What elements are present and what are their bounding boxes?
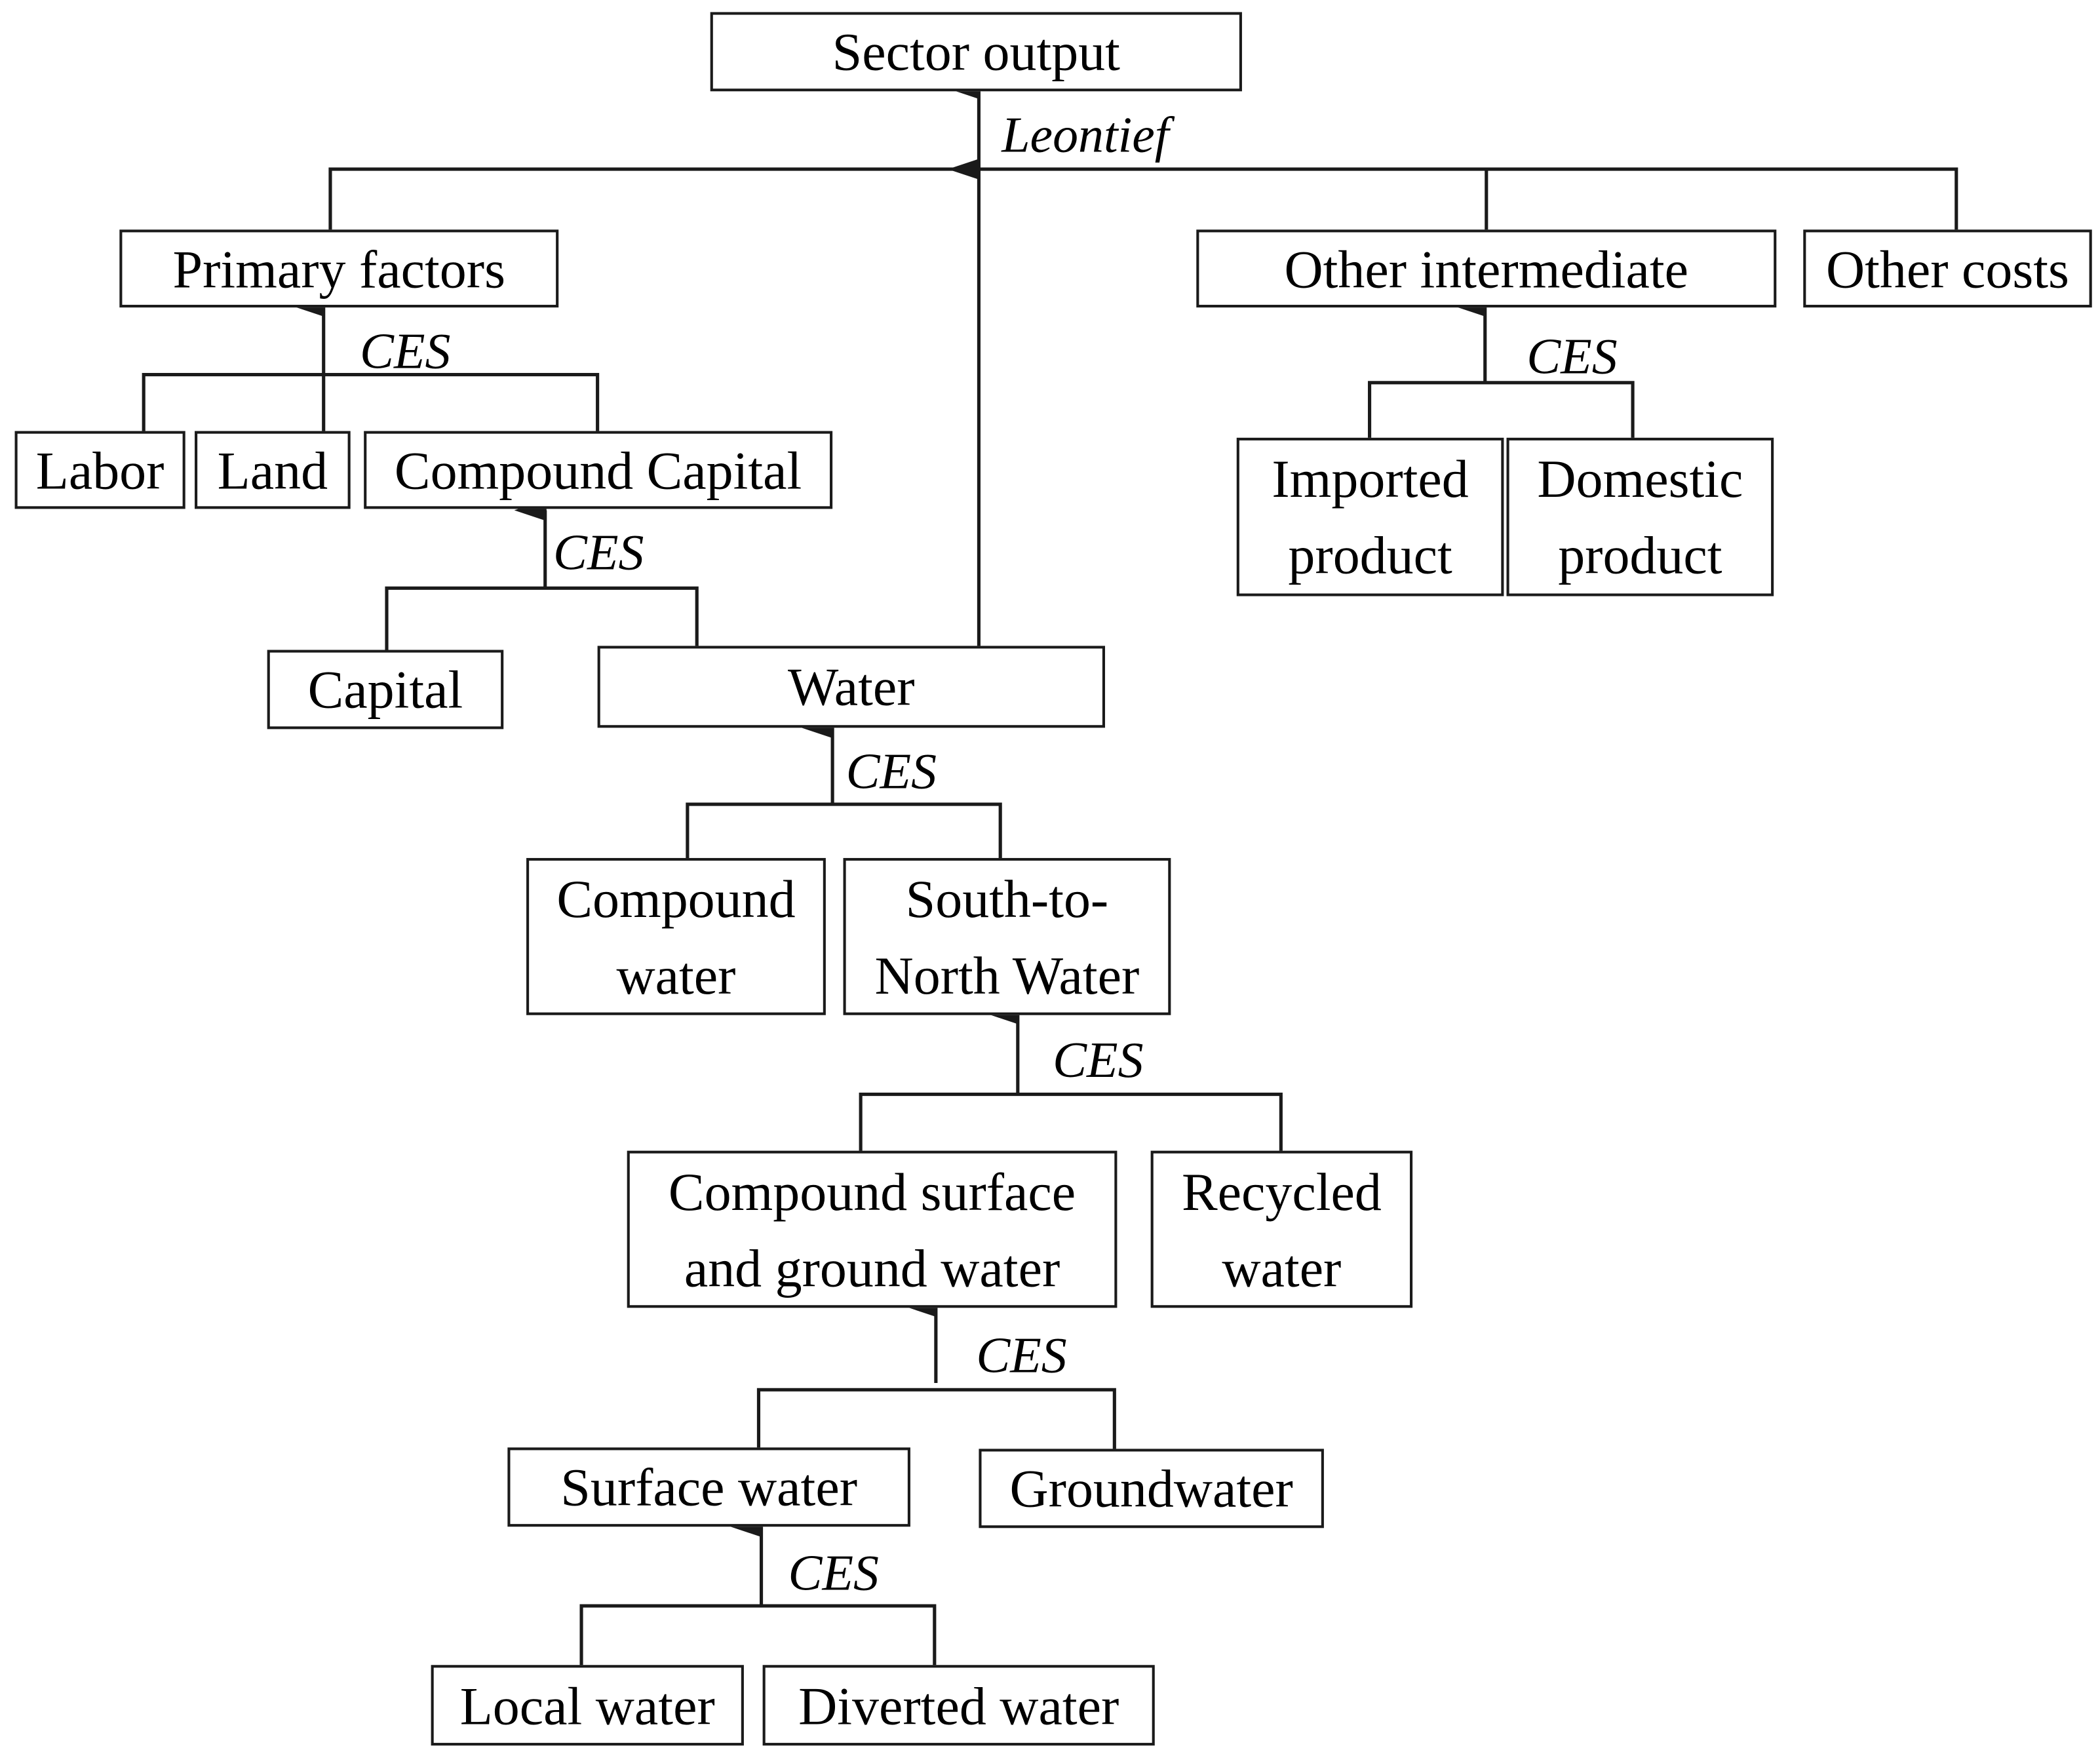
node-diverted-water: Diverted water (762, 1665, 1155, 1746)
node-land: Land (195, 431, 351, 509)
node-labor: Labor (14, 431, 185, 509)
node-other-intermediate: Other intermediate (1196, 229, 1777, 308)
function-label-other-intermediate: CES (1526, 328, 1618, 385)
node-surface-water: Surface water (507, 1447, 910, 1527)
node-capital: Capital (267, 650, 504, 730)
node-imported-product: Imported product (1236, 437, 1504, 596)
function-label-sector-output: Leontief (1001, 107, 1169, 164)
function-label-south-to-north-water: CES (1053, 1032, 1144, 1089)
node-sector-output: Sector output (710, 12, 1242, 92)
function-label-surface-water: CES (788, 1545, 879, 1602)
function-label-primary-factors: CES (360, 323, 451, 380)
bracket-compound-capital (385, 586, 699, 652)
node-groundwater: Groundwater (979, 1449, 1324, 1528)
bracket-south-to-north-water (859, 1093, 1283, 1152)
node-south-to-north-water: South-to- North Water (843, 858, 1171, 1015)
function-label-compound-surface-ground-water: CES (976, 1328, 1067, 1385)
bracket-surface-water (579, 1604, 937, 1667)
node-other-costs: Other costs (1803, 229, 2092, 308)
function-label-water: CES (846, 743, 937, 800)
node-compound-water: Compound water (526, 858, 826, 1015)
function-label-compound-capital: CES (553, 524, 644, 582)
bracket-primary-factors (142, 372, 600, 433)
bracket-other-intermediate (1368, 381, 1635, 439)
node-compound-capital: Compound Capital (364, 431, 833, 509)
bracket-compound-surface-ground-water (756, 1388, 1116, 1450)
node-domestic-product: Domestic product (1506, 437, 1774, 596)
node-water: Water (597, 646, 1105, 728)
node-recycled-water: Recycled water (1150, 1150, 1413, 1308)
node-compound-surface-ground-water: Compound surface and ground water (627, 1150, 1118, 1308)
bracket-water (686, 802, 1002, 860)
node-primary-factors: Primary factors (119, 229, 559, 308)
node-local-water: Local water (431, 1665, 744, 1746)
bracket-sector-output-inputs (328, 167, 1958, 231)
